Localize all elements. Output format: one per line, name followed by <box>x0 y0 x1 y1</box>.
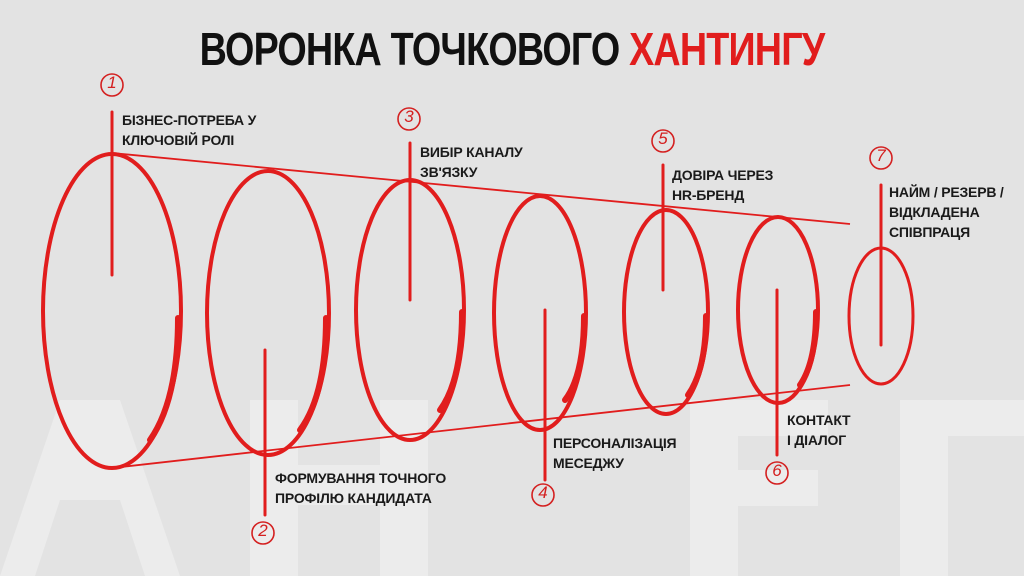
stage-6-label: КОНТАКТ І ДІАЛОГ <box>787 410 851 450</box>
stage-1-accent <box>147 315 181 443</box>
stage-4-ellipse <box>492 194 588 432</box>
stage-1-number: 1 <box>107 73 117 92</box>
stage-2-number: 2 <box>258 521 268 540</box>
stage-3-accent <box>437 309 465 413</box>
stage-7-label-line: СПІВПРАЦЯ <box>889 224 970 240</box>
stage-4-number-badge: 4 <box>530 482 556 508</box>
stage-2-label-line: ФОРМУВАННЯ ТОЧНОГО <box>275 470 447 486</box>
stage-3-label: ВИБІР КАНАЛУ ЗВ'ЯЗКУ <box>420 142 523 182</box>
stage-3-label-line: ВИБІР КАНАЛУ <box>420 144 523 160</box>
stage-7-label-line: ВІДКЛАДЕНА <box>889 204 980 220</box>
stage-3-number: 3 <box>404 107 414 126</box>
stage-5-label-line: ДОВІРА ЧЕРЕЗ <box>672 167 774 183</box>
stage-2-number-badge: 2 <box>250 520 276 546</box>
stage-5-label: ДОВІРА ЧЕРЕЗ HR-БРЕНД <box>672 165 773 205</box>
funnel-top-line <box>111 152 851 225</box>
stage-7-label: НАЙМ / РЕЗЕРВ / ВІДКЛАДЕНА СПІВПРАЦЯ <box>889 182 1004 242</box>
stage-7-label-line: НАЙМ / РЕЗЕРВ / <box>889 184 1004 200</box>
stage-1-label-line: БІЗНЕС-ПОТРЕБА У <box>122 112 257 128</box>
stage-4-accent <box>562 313 587 403</box>
stage-6-label-line: І ДІАЛОГ <box>787 432 846 448</box>
stage-3-label-line: ЗВ'ЯЗКУ <box>420 164 478 180</box>
stage-1-label: БІЗНЕС-ПОТРЕБА У КЛЮЧОВІЙ РОЛІ <box>122 110 256 150</box>
stage-5-number-badge: 5 <box>650 128 676 154</box>
stage-6-accent <box>797 309 819 388</box>
stage-5-number: 5 <box>658 129 668 148</box>
stage-5-ellipse <box>622 208 710 416</box>
stage-2-ellipse <box>205 169 331 457</box>
stage-4-label-line: ПЕРСОНАЛІЗАЦІЯ <box>553 435 677 451</box>
stage-1-label-line: КЛЮЧОВІЙ РОЛІ <box>122 132 235 148</box>
stage-6-number-badge: 6 <box>764 460 790 486</box>
stage-2-label-line: ПРОФІЛЮ КАНДИДАТА <box>275 490 432 506</box>
stage-2-label: ФОРМУВАННЯ ТОЧНОГО ПРОФІЛЮ КАНДИДАТА <box>275 468 446 508</box>
stage-1-number-badge: 1 <box>99 72 125 98</box>
stage-6-number: 6 <box>772 461 782 480</box>
stage-4-number: 4 <box>538 483 548 502</box>
page-title: ВОРОНКА ТОЧКОВОГО ХАНТИНГУ <box>92 22 932 76</box>
stage-7-number-badge: 7 <box>868 145 894 171</box>
stage-5-label-line: HR-БРЕНД <box>672 187 745 203</box>
title-part-main: ВОРОНКА ТОЧКОВОГО <box>199 23 621 75</box>
funnel-bottom-line <box>111 384 851 469</box>
stage-4-label-line: МЕСЕДЖУ <box>553 455 624 471</box>
stage-7-number: 7 <box>876 146 886 165</box>
stage-5-accent <box>685 313 709 398</box>
title-part-accent: ХАНТИНГУ <box>629 23 825 75</box>
stage-6-label-line: КОНТАКТ <box>787 412 851 428</box>
stage-4-label: ПЕРСОНАЛІЗАЦІЯ МЕСЕДЖУ <box>553 433 677 473</box>
stage-2-accent <box>297 315 329 433</box>
stage-3-number-badge: 3 <box>396 106 422 132</box>
